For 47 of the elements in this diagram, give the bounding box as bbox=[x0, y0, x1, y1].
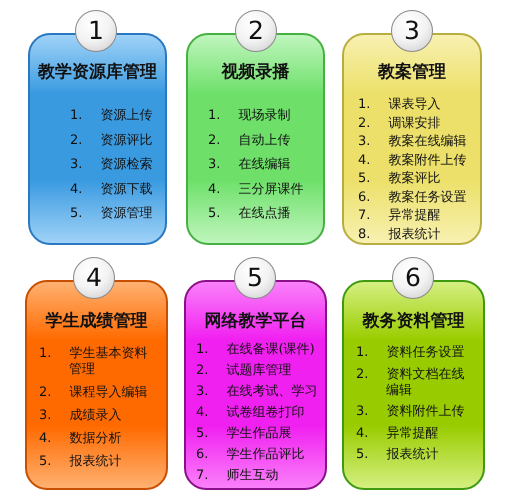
list-item: 3. 在线编辑 bbox=[208, 157, 292, 173]
list-item: 7. 异常提醒 bbox=[358, 208, 442, 224]
list-item: 2. 资料文档在线编辑 bbox=[356, 366, 466, 398]
list-item: 4. 三分屏课件 bbox=[208, 182, 305, 198]
list-item: 1. 现场录制 bbox=[208, 108, 292, 124]
list-item: 1. 学生基本资料管理 bbox=[39, 346, 149, 378]
list-item: 2. 资源评比 bbox=[70, 132, 154, 148]
card-title: 教学资源库管理 bbox=[36, 61, 158, 83]
list-item: 5. 在线点播 bbox=[208, 206, 292, 222]
list-item: 2. 自动上传 bbox=[208, 132, 292, 148]
list-item: 5. 资源管理 bbox=[70, 206, 154, 222]
number-circle: 3 bbox=[391, 10, 433, 52]
list-item: 5. 学生作品展 bbox=[196, 426, 293, 442]
list-item: 8. 报表统计 bbox=[358, 226, 442, 242]
list-item: 3. 成绩录入 bbox=[39, 408, 123, 424]
list-item: 2. 调课安排 bbox=[358, 116, 442, 132]
card-title: 视频录播 bbox=[220, 61, 290, 83]
card-title: 教务资料管理 bbox=[361, 310, 466, 332]
list-item: 1. 资料任务设置 bbox=[356, 345, 466, 361]
list-item: 1. 在线备课(课件) bbox=[196, 342, 316, 358]
number-circle: 1 bbox=[75, 10, 117, 52]
list-item: 5. 教案评比 bbox=[358, 171, 442, 187]
list-item: 6. 学生作品评比 bbox=[196, 447, 306, 463]
list-item: 6. 教案任务设置 bbox=[358, 190, 468, 206]
list-item: 4. 数据分析 bbox=[39, 431, 123, 447]
list-item: 5. 报表统计 bbox=[39, 454, 123, 470]
list-item: 3. 资料附件上传 bbox=[356, 404, 466, 420]
list-item: 4. 试卷组卷打印 bbox=[196, 405, 306, 421]
list-item: 3. 在线考试、学习 bbox=[196, 384, 319, 400]
number-circle: 6 bbox=[392, 257, 434, 299]
card-title: 学生成绩管理 bbox=[44, 310, 148, 332]
list-item: 4. 异常提醒 bbox=[356, 426, 440, 442]
list-item: 4. 资源下载 bbox=[70, 182, 154, 198]
number-circle: 4 bbox=[73, 257, 115, 299]
list-item: 3. 教案在线编辑 bbox=[358, 134, 468, 150]
list-item: 4. 教案附件上传 bbox=[358, 152, 468, 168]
list-item: 2. 课程导入编辑 bbox=[39, 385, 149, 401]
list-item: 1. 课表导入 bbox=[358, 97, 442, 113]
list-item: 7. 师生互动 bbox=[196, 468, 280, 484]
card-title: 网络教学平台 bbox=[204, 310, 308, 332]
list-item: 2. 试题库管理 bbox=[196, 363, 293, 379]
list-item: 5. 报表统计 bbox=[356, 447, 440, 463]
card-title: 教案管理 bbox=[376, 61, 447, 83]
number-circle: 5 bbox=[234, 257, 276, 299]
number-circle: 2 bbox=[235, 10, 277, 52]
list-item: 1. 资源上传 bbox=[70, 108, 154, 124]
list-item: 3. 资源检索 bbox=[70, 157, 154, 173]
